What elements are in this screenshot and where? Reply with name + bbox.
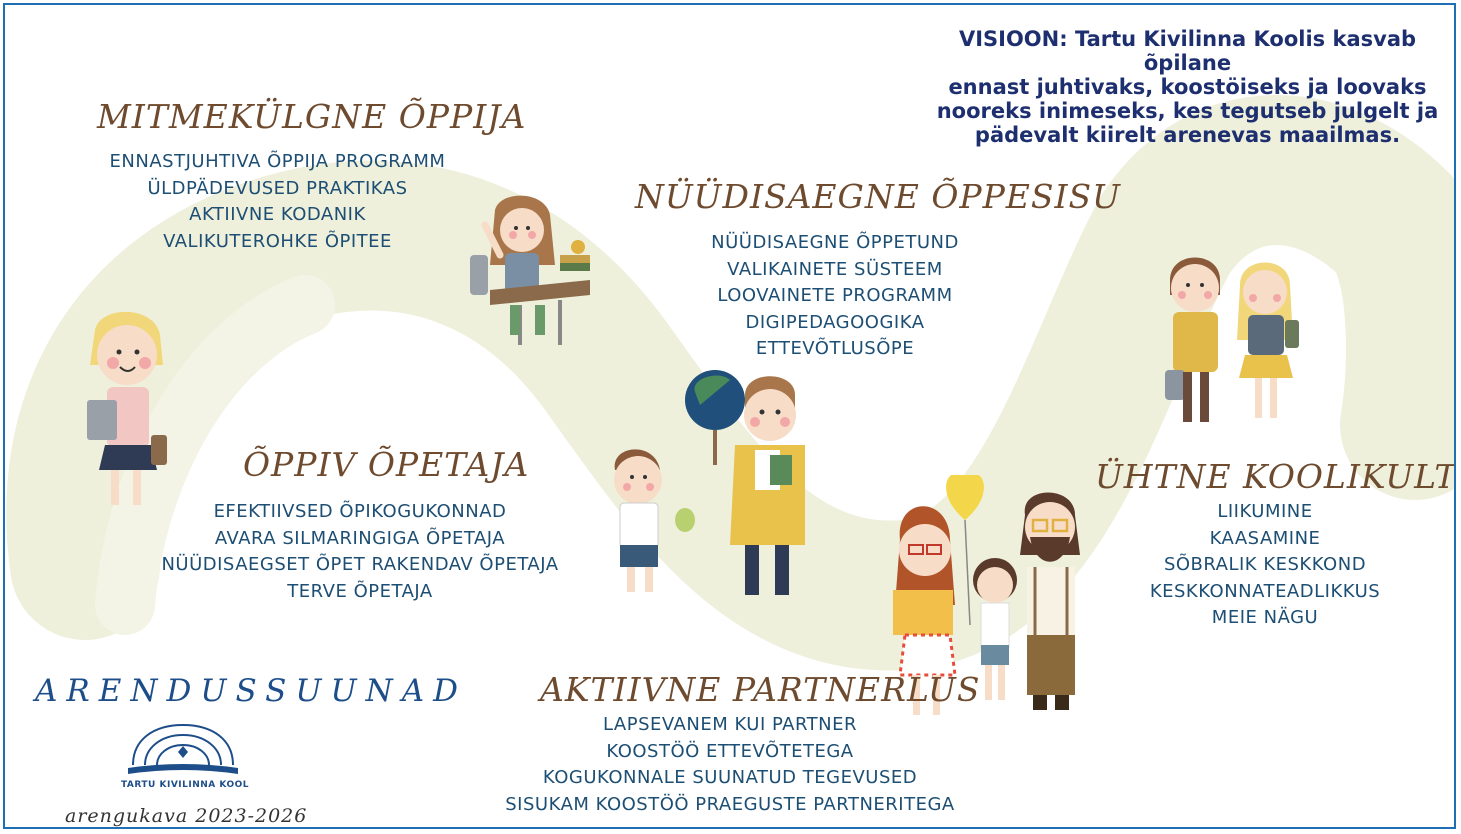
vision-line: VISIOON: Tartu Kivilinna Koolis kasvab õ…	[958, 27, 1417, 75]
list-item: TERVE ÕPETAJA	[287, 580, 433, 602]
section-list-uhtne-koolikultuur: LIIKUMINE KAASAMINE SÕBRALIK KESKKOND KE…	[1125, 499, 1405, 632]
school-name: TARTU KIVILINNA KOOL	[120, 780, 249, 790]
teacher-globe-illustration	[614, 370, 805, 595]
section-title-nuudisaegne-oppesisu: NÜÜDISAEGNE ÕPPESISU	[635, 177, 1121, 216]
list-item: VALIKUTEROHKE ÕPITEE	[163, 230, 392, 252]
section-title-aktiivne-partnerlus: AKTIIVNE PARTNERLUS	[540, 670, 981, 709]
section-list-nuudisaegne-oppesisu: NÜÜDISAEGNE ÕPPETUND VALIKAINETE SÜSTEEM…	[665, 230, 1005, 363]
list-item: VALIKAINETE SÜSTEEM	[727, 258, 943, 280]
list-item: KAASAMINE	[1209, 527, 1321, 549]
list-item: SISUKAM KOOSTÖÖ PRAEGUSTE PARTNERITEGA	[505, 793, 955, 815]
poster-frame: VISIOON: Tartu Kivilinna Koolis kasvab õ…	[3, 3, 1456, 829]
vision-line: nooreks inimeseks, kes tegutseb julgelt …	[936, 99, 1439, 123]
list-item: NÜÜDISAEGSET ÕPET RAKENDAV ÕPETAJA	[161, 554, 559, 575]
list-item: KESKKONNATEADLIKKUS	[1149, 580, 1381, 602]
list-item: LAPSEVANEM KUI PARTNER	[602, 714, 858, 735]
list-item: MEIE NÄGU	[1211, 607, 1319, 628]
list-item: EFEKTIIVSED ÕPIKOGUKONNAD	[213, 501, 507, 522]
list-item: ENNASTJUHTIVA ÕPPIJA PROGRAMM	[109, 151, 446, 172]
list-item: NÜÜDISAEGNE ÕPPETUND	[711, 232, 959, 253]
student-desk-illustration	[470, 195, 590, 345]
list-item: DIGIPEDAGOOGIKA	[745, 311, 925, 333]
list-item: AVARA SILMARINGIGA ÕPETAJA	[214, 527, 506, 549]
list-item: LIIKUMINE	[1217, 501, 1313, 522]
section-list-oppiv-opetaja: EFEKTIIVSED ÕPIKOGUKONNAD AVARA SILMARIN…	[125, 499, 595, 605]
list-item: ÜLDPÄDEVUSED PRAKTIKAS	[147, 177, 408, 199]
section-title-mitmekulgne-oppija: MITMEKÜLGNE ÕPPIJA	[97, 97, 527, 136]
list-item: ETTEVÕTLUSÕPE	[755, 338, 915, 359]
section-title-oppiv-opetaja: ÕPPIV ÕPETAJA	[243, 445, 530, 484]
section-list-aktiivne-partnerlus: LAPSEVANEM KUI PARTNER KOOSTÖÖ ETTEVÕTET…	[470, 712, 990, 818]
vision-statement: VISIOON: Tartu Kivilinna Koolis kasvab õ…	[915, 27, 1454, 147]
section-list-mitmekulgne-oppija: ENNASTJUHTIVA ÕPPIJA PROGRAMM ÜLDPÄDEVUS…	[75, 149, 480, 255]
section-title-uhtne-koolikultuur: ÜHTNE KOOLIKULTUUR	[1095, 457, 1456, 496]
vision-line: ennast juhtivaks, koostöiseks ja loovaks	[948, 75, 1427, 99]
list-item: SÕBRALIK KESKKOND	[1163, 554, 1367, 575]
couple-illustration	[1165, 257, 1299, 422]
vision-line: pädevalt kiirelt arenevas maailmas.	[974, 123, 1401, 147]
list-item: KOGUKONNALE SUUNATUD TEGEVUSED	[542, 767, 918, 788]
list-item: KOOSTÖÖ ETTEVÕTETEGA	[606, 740, 854, 762]
development-plan-label: arengukava 2023-2026	[65, 805, 308, 827]
family-illustration	[893, 475, 1080, 715]
brush-swoosh	[6, 95, 1454, 671]
list-item: AKTIIVNE KODANIK	[189, 204, 366, 225]
girl-tablet-illustration	[87, 311, 167, 505]
school-logo-icon	[128, 723, 238, 774]
arendussuunad-heading: ARENDUSSUUNAD	[35, 673, 468, 709]
list-item: LOOVAINETE PROGRAMM	[717, 285, 953, 306]
